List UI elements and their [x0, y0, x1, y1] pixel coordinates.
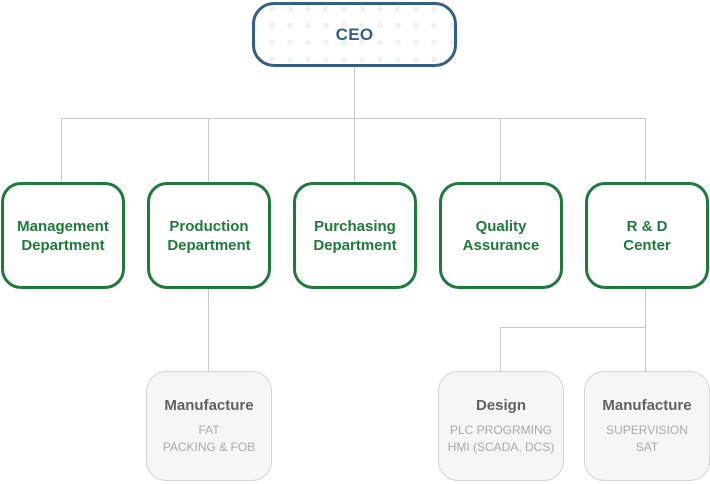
unit-detail: HMI (SCADA, DCS) [447, 439, 555, 454]
rd-design-node: Design PLC PROGRMING HMI (SCADA, DCS) [438, 371, 564, 481]
department-label: Purchasing Department [313, 217, 397, 254]
rd-center-node: R & D Center [585, 182, 709, 289]
department-label: R & D Center [623, 217, 671, 254]
ceo-label: CEO [335, 24, 374, 44]
unit-detail: PACKING & FOB [162, 439, 256, 454]
management-department-node: Management Department [1, 182, 125, 289]
production-manufacture-node: Manufacture FAT PACKING & FOB [146, 371, 272, 481]
unit-title: Manufacture [602, 396, 692, 414]
department-label: Quality Assurance [462, 217, 540, 254]
unit-detail: SUPERVISION [606, 422, 688, 437]
unit-title: Design [475, 396, 526, 414]
unit-title: Manufacture [164, 396, 254, 414]
unit-detail: SAT [635, 439, 659, 454]
unit-detail: FAT [198, 422, 220, 437]
quality-assurance-node: Quality Assurance [439, 182, 563, 289]
production-department-node: Production Department [147, 182, 271, 289]
ceo-node: CEO [252, 2, 457, 67]
department-label: Management Department [17, 217, 109, 254]
unit-detail: PLC PROGRMING [449, 422, 552, 437]
purchasing-department-node: Purchasing Department [293, 182, 417, 289]
rd-manufacture-node: Manufacture SUPERVISION SAT [584, 371, 710, 481]
department-label: Production Department [167, 217, 251, 254]
